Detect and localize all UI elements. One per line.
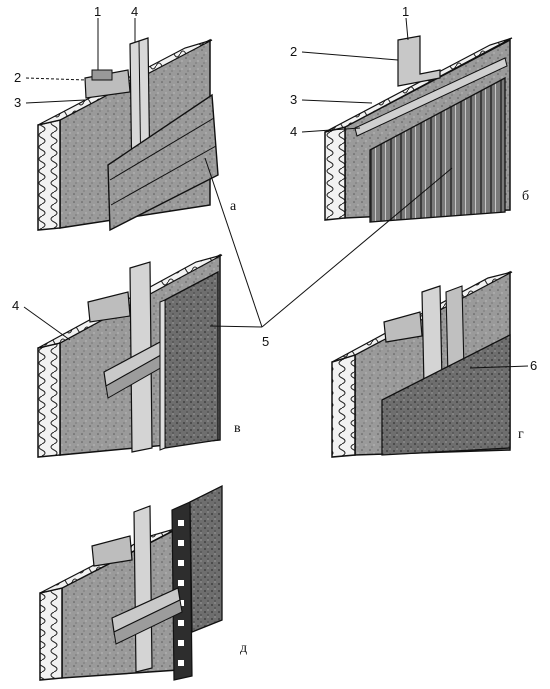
callout-1-a: 1: [94, 4, 101, 19]
panel-label-b: б: [522, 189, 529, 204]
cladding-panel: [189, 484, 223, 633]
callout-3-a: 3: [14, 95, 21, 110]
horizontal-rail: [354, 57, 508, 137]
callout-2-a: 2: [14, 70, 21, 85]
callout-4-v: 4: [12, 298, 19, 313]
callout-2-b: 2: [290, 44, 297, 59]
insulation-edge: [37, 119, 61, 231]
panel-labels: а б в г д: [230, 189, 529, 656]
callout-4-b: 4: [290, 124, 297, 139]
panel-label-g: г: [518, 427, 524, 442]
panel-g: [331, 270, 529, 458]
callout-1-b: 1: [402, 4, 409, 19]
cladding-panel: [369, 76, 506, 223]
perforated-strip: [171, 501, 193, 681]
bracket: [87, 291, 131, 323]
callout-5: 5: [262, 334, 269, 349]
insulation-edge: [324, 126, 346, 221]
vertical-profile: [133, 505, 153, 673]
callout-labels: 1 4 2 3 1 2 3 4 4 5 6: [12, 4, 537, 373]
panel-a: [25, 18, 219, 232]
callout-4-a: 4: [131, 4, 138, 19]
bracket: [397, 35, 441, 87]
panel-v: [23, 253, 223, 458]
panel-label-v: в: [234, 421, 241, 436]
bracket: [91, 535, 133, 567]
panel-label-d: д: [240, 641, 247, 656]
callout-3-b: 3: [290, 92, 297, 107]
cladding-panel: [107, 93, 219, 232]
insulation-edge: [39, 587, 63, 681]
panel-label-a: а: [230, 199, 237, 214]
insulation-edge: [331, 353, 356, 458]
panel-b: [301, 17, 513, 223]
cladding-panel: [381, 333, 511, 456]
cladding-panel: [164, 270, 219, 449]
panel-d: [39, 484, 223, 681]
bracket: [383, 311, 423, 343]
insulation-edge: [37, 342, 61, 458]
callout-5-leaders: [204, 157, 453, 328]
callout-6: 6: [530, 358, 537, 373]
